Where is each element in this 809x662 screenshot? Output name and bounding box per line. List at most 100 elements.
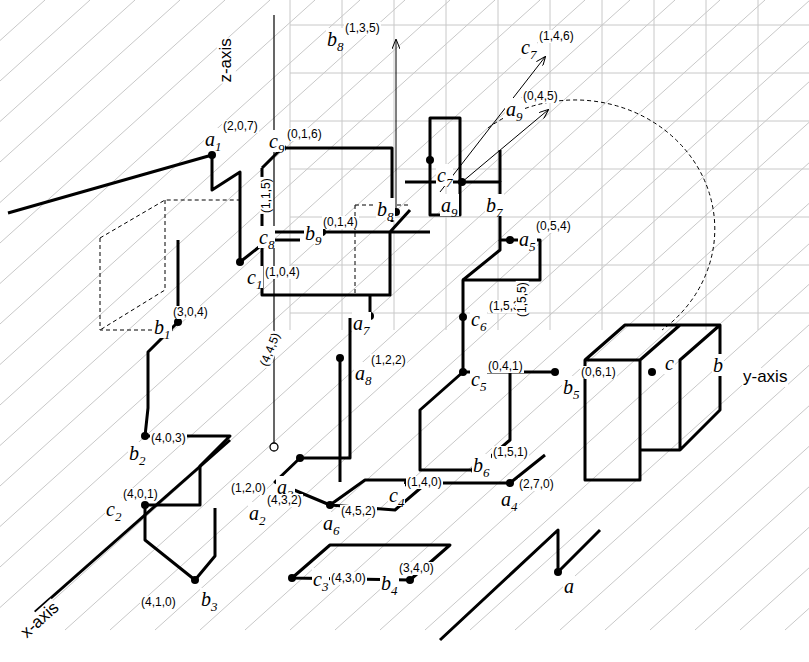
coordinate-label: (4,0,1) [122, 488, 159, 501]
grid-line [550, 0, 551, 330]
grid-line [335, 0, 809, 630]
grid-line [758, 0, 759, 330]
grid-line [0, 0, 450, 630]
grid-line [785, 0, 809, 630]
point-label: b8 [376, 198, 395, 220]
point-label: a4 [500, 488, 519, 510]
coordinate-label: (1,4,0) [406, 476, 443, 489]
point-label: c3 [312, 568, 329, 590]
axis-label: y-axis [742, 368, 788, 387]
grid-line [380, 0, 809, 630]
axis-label: z-axis [217, 37, 236, 83]
coordinate-label: (4,3,0) [330, 572, 367, 585]
grid-line [560, 0, 809, 630]
coordinate-label: (1,0,4) [264, 266, 301, 279]
coordinate-label: (4,4,5) [257, 331, 283, 370]
grid-line [0, 0, 675, 630]
axis-label: x-axis [17, 598, 64, 643]
grid-line [706, 0, 707, 330]
grid-line [0, 0, 495, 630]
coordinate-label: (0,1,4) [322, 216, 359, 229]
coordinate-label: (2,0,7) [222, 120, 259, 133]
grid-line [0, 0, 585, 630]
grid-line [394, 0, 395, 330]
grid-line [650, 0, 809, 630]
point-label: a7 [352, 312, 371, 334]
grid-line [0, 0, 405, 630]
coordinate-label: (0,1,6) [286, 128, 323, 141]
point-label: c8 [258, 226, 275, 248]
point-label: b2 [128, 442, 147, 464]
grid-line [425, 0, 809, 630]
point-label: c [664, 352, 675, 374]
coordinate-label: (4,3,2) [266, 494, 303, 507]
point-label: b7 [485, 194, 504, 216]
point-label: c2 [105, 498, 122, 520]
point-label: c1 [246, 266, 263, 288]
coordinate-label: (4,0,3) [150, 432, 187, 445]
point-label: a9 [505, 98, 524, 120]
coordinate-label: (4,5,2) [340, 505, 377, 518]
coordinate-label: (1,2,0) [230, 482, 267, 495]
grid-line [20, 0, 720, 630]
coordinate-label: (1,2,2) [370, 354, 407, 367]
grid-line [155, 0, 809, 630]
coordinate-label: (1,4,6) [538, 30, 575, 43]
grid-line [200, 0, 809, 630]
point-label: a9 [440, 194, 459, 216]
point-label: b9 [304, 222, 323, 244]
grid-line [0, 0, 315, 630]
grid-line [740, 0, 809, 630]
grid-line [290, 0, 809, 630]
point-label: c7 [520, 36, 537, 58]
grid-line [290, 73, 809, 74]
coordinate-label: (1,5,5) [515, 282, 528, 319]
point-label: c5 [470, 368, 487, 390]
point-label: a1 [204, 128, 223, 150]
grid-line [0, 0, 135, 630]
grid-line [290, 169, 809, 170]
grid-line [470, 0, 809, 630]
grid-line [654, 0, 655, 330]
grid-line [290, 265, 809, 266]
point-label: b8 [326, 28, 345, 50]
grid-line [245, 0, 809, 630]
grid-line [0, 0, 360, 630]
coordinate-label: (1,1,5) [259, 178, 272, 215]
grid-line [0, 0, 90, 630]
grid-line [0, 0, 270, 630]
point-label: a [563, 575, 575, 597]
grid-line [0, 0, 540, 630]
grid-line [695, 0, 809, 630]
point-label: c6 [470, 308, 487, 330]
point-label: a5 [518, 228, 537, 250]
coordinate-label: (1,5,1) [492, 446, 529, 459]
grid-line [65, 0, 765, 630]
grid-line [605, 0, 809, 630]
coordinate-label: (1,3,5) [344, 22, 381, 35]
point-label: b1 [153, 316, 172, 338]
point-label: c7 [436, 164, 453, 186]
point-label: a6 [322, 512, 341, 534]
coordinate-label: (0,4,5) [522, 90, 559, 103]
grid-line [0, 0, 180, 630]
grid-line [0, 0, 630, 630]
grid-line [290, 0, 291, 330]
point-label: b3 [200, 588, 219, 610]
point-label: c4 [388, 484, 405, 506]
grid-line [602, 0, 603, 330]
point-label: b5 [562, 376, 581, 398]
coordinate-label: (4,1,0) [140, 596, 177, 609]
grid-line [0, 0, 45, 630]
grid-line [290, 217, 809, 218]
coordinate-label: (0,4,1) [487, 360, 524, 373]
coordinate-label: (3,4,0) [398, 562, 435, 575]
coordinate-label: (3,0,4) [172, 306, 209, 319]
coordinate-label: (0,6,1) [580, 366, 617, 379]
point-label: b [712, 354, 724, 376]
point-label: b4 [380, 572, 399, 594]
point-label: a2 [248, 502, 267, 524]
grid-line [290, 121, 809, 122]
point-label: b6 [472, 454, 491, 476]
